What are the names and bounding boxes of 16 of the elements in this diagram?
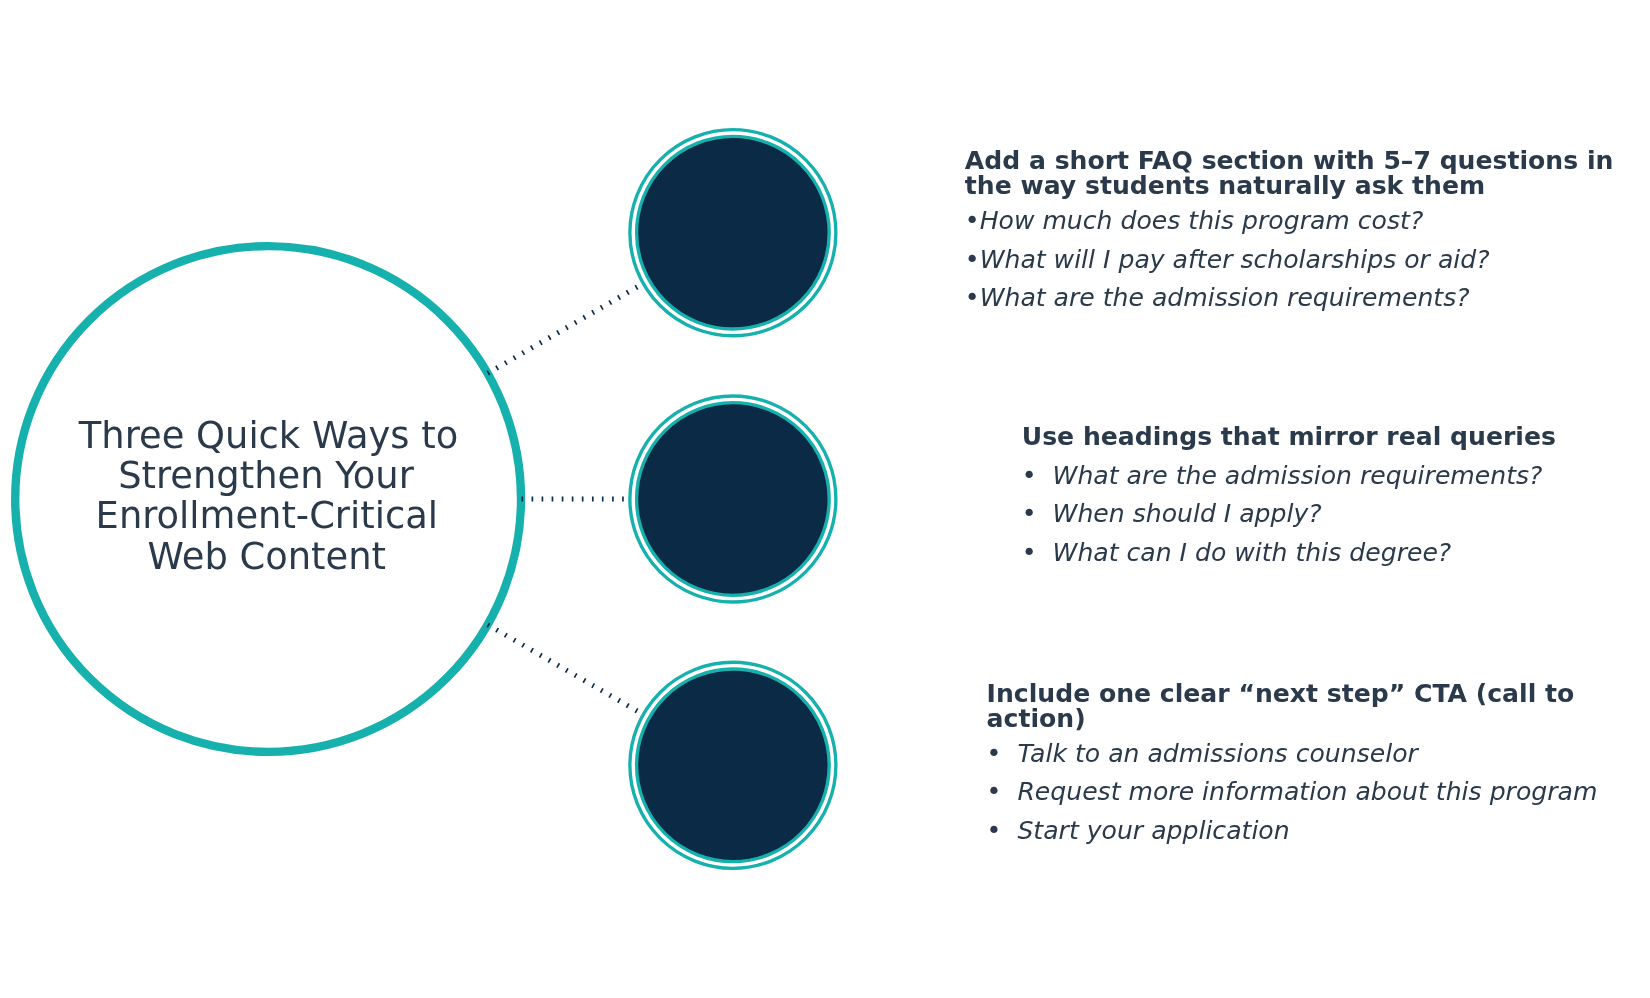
node-label: •How much does this program cost? — [964, 206, 1424, 236]
node-label: Use headings that mirror real queries — [1021, 422, 1556, 452]
node-label: •What are the admission requirements? — [964, 283, 1470, 313]
node-label: • Start your application — [986, 815, 1290, 845]
node-circle — [628, 660, 838, 870]
node-circle — [628, 128, 838, 338]
node-label: • What can I do with this degree? — [1021, 537, 1452, 567]
node-label: Include one clear “next step” CTA (call to action) — [986, 678, 1575, 733]
node-label: • When should I apply? — [1021, 499, 1322, 529]
node-circle — [628, 394, 838, 604]
node-label: • What are the admission requirements? — [1021, 460, 1543, 490]
node-label: •What will I pay after scholarships or aid? — [964, 244, 1490, 274]
node-label: • Request more information about this program — [986, 777, 1598, 807]
node-label: Add a short FAQ section with 5–7 questions in the way students naturally ask them — [964, 146, 1614, 201]
node-circle: Three Quick Ways to Strengthen Your Enrollment-Critical Web Content — [11, 241, 526, 757]
node-label: • Talk to an admissions counselor — [986, 738, 1418, 768]
